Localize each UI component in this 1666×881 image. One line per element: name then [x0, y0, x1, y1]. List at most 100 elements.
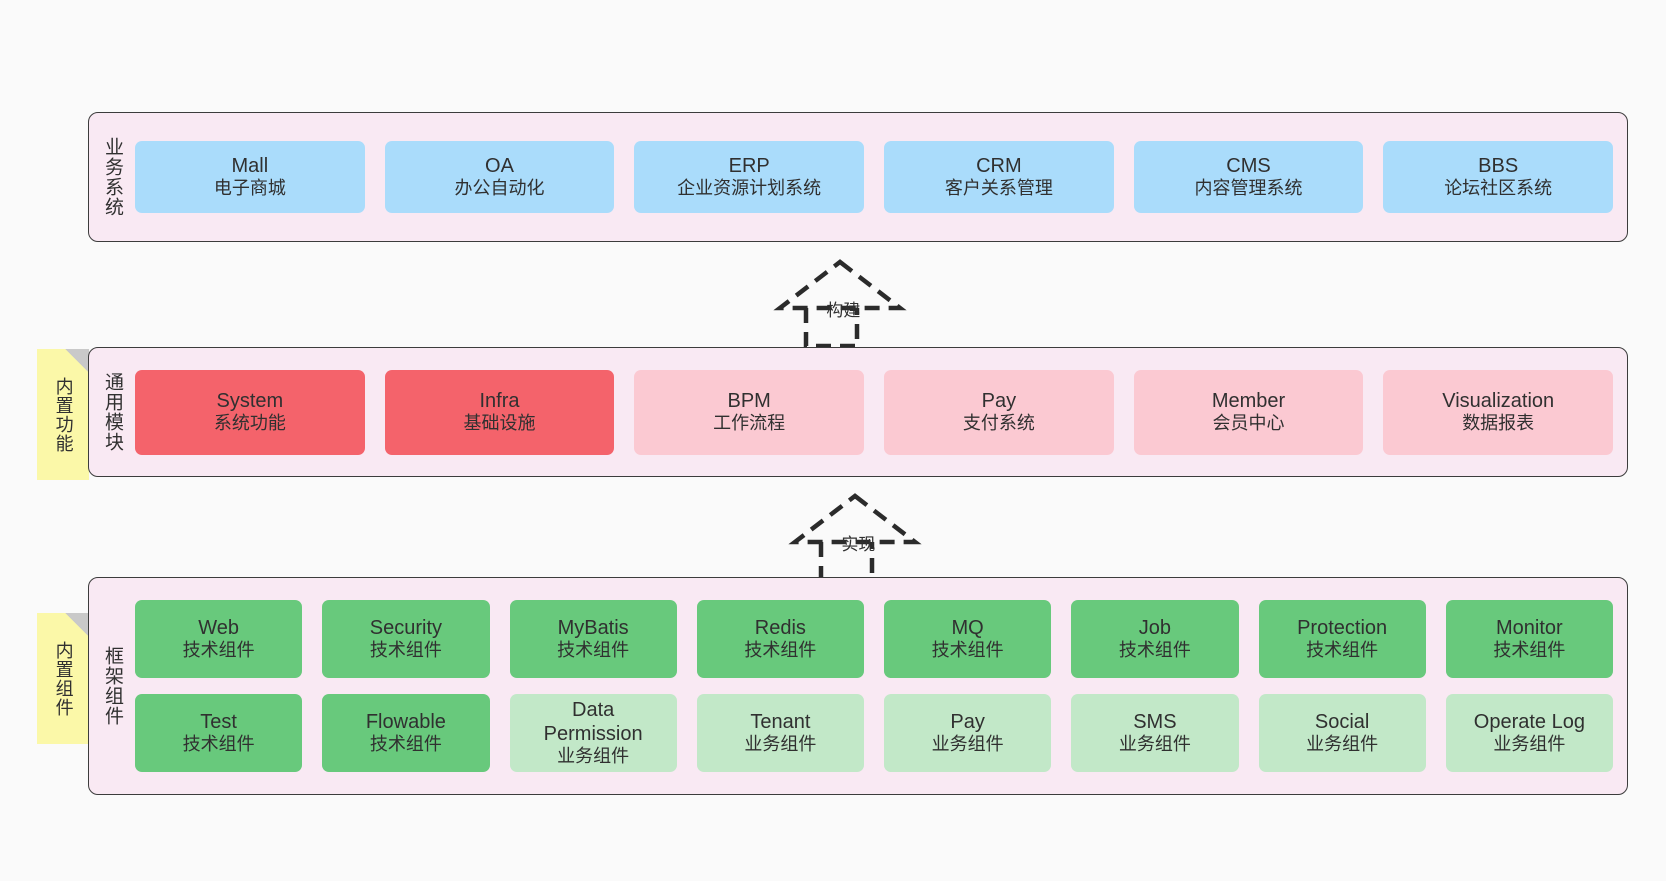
node-title: BBS — [1478, 154, 1519, 177]
node-infra[interactable]: Infra 基础设施 — [384, 369, 615, 455]
node-subtitle: 业务组件 — [1493, 734, 1566, 755]
connector-implement-label: 实现 — [841, 535, 876, 554]
node-title: Pay — [981, 389, 1017, 412]
node-row: Web 技术组件 Security 技术组件 MyBatis 技术组件 Redi… — [135, 600, 1613, 678]
node-subtitle: 技术组件 — [369, 640, 442, 661]
node-redis[interactable]: Redis 技术组件 — [696, 600, 864, 678]
connector-build: 构建 — [755, 258, 925, 349]
node-subtitle: 技术组件 — [1118, 640, 1191, 661]
node-subtitle: 业务组件 — [931, 734, 1004, 755]
layer-business-system-body: Mall 电子商城 OA 办公自动化 ERP 企业资源计划系统 CRM 客户关系… — [135, 113, 1627, 241]
node-title: Social — [1314, 710, 1370, 733]
node-mall[interactable]: Mall 电子商城 — [135, 141, 365, 213]
node-title: Redis — [754, 616, 806, 639]
node-subtitle: 技术组件 — [557, 640, 630, 661]
node-pay-component[interactable]: Pay 业务组件 — [884, 694, 1052, 772]
node-monitor[interactable]: Monitor 技术组件 — [1445, 600, 1613, 678]
node-tenant[interactable]: Tenant 业务组件 — [696, 694, 864, 772]
node-subtitle: 技术组件 — [931, 640, 1004, 661]
node-row: Mall 电子商城 OA 办公自动化 ERP 企业资源计划系统 CRM 客户关系… — [135, 141, 1614, 213]
node-subtitle: 业务组件 — [1118, 734, 1191, 755]
node-job[interactable]: Job 技术组件 — [1071, 600, 1239, 678]
node-subtitle: 业务组件 — [557, 746, 630, 767]
node-subtitle: 数据报表 — [1462, 413, 1535, 434]
node-subtitle: 企业资源计划系统 — [677, 178, 822, 199]
node-subtitle: 办公自动化 — [454, 178, 545, 199]
node-operate-log[interactable]: Operate Log 业务组件 — [1445, 694, 1613, 772]
node-row: System 系统功能 Infra 基础设施 BPM 工作流程 Pay 支付系统… — [135, 369, 1614, 455]
layer-framework-components: 框架组件 Web 技术组件 Security 技术组件 MyBatis 技术组件… — [88, 577, 1628, 795]
node-subtitle: 支付系统 — [962, 413, 1035, 434]
note-builtin-features: 内置功能 — [37, 349, 89, 480]
node-title: Monitor — [1496, 616, 1563, 639]
node-title: ERP — [728, 154, 770, 177]
layer-common-module-body: System 系统功能 Infra 基础设施 BPM 工作流程 Pay 支付系统… — [135, 348, 1627, 476]
node-title: Test — [200, 710, 237, 733]
node-title: MQ — [951, 616, 984, 639]
node-system[interactable]: System 系统功能 — [135, 369, 365, 455]
node-subtitle: 技术组件 — [744, 640, 817, 661]
node-title: Protection — [1297, 616, 1388, 639]
node-cms[interactable]: CMS 内容管理系统 — [1133, 141, 1364, 213]
layer-common-module-title: 通用模块 — [102, 372, 124, 452]
node-member[interactable]: Member 会员中心 — [1133, 369, 1364, 455]
note-builtin-components: 内置组件 — [37, 613, 89, 744]
note-fold-icon — [65, 349, 89, 373]
generalization-arrow-icon — [773, 259, 907, 349]
node-title: Flowable — [365, 710, 446, 733]
node-bbs[interactable]: BBS 论坛社区系统 — [1383, 141, 1614, 213]
node-title: Visualization — [1442, 389, 1555, 412]
layer-business-system: 业务系统 Mall 电子商城 OA 办公自动化 ERP 企业资源计划系统 CRM… — [88, 112, 1628, 242]
node-subtitle: 业务组件 — [1306, 734, 1379, 755]
node-subtitle: 论坛社区系统 — [1444, 178, 1553, 199]
node-title: Operate Log — [1473, 710, 1585, 733]
layer-common-module: 通用模块 System 系统功能 Infra 基础设施 BPM 工作流程 Pay… — [88, 347, 1628, 477]
node-subtitle: 客户关系管理 — [944, 178, 1053, 199]
node-title: SMS — [1133, 710, 1177, 733]
node-title: MyBatis — [557, 616, 629, 639]
layer-framework-components-body: Web 技术组件 Security 技术组件 MyBatis 技术组件 Redi… — [135, 578, 1627, 794]
node-row: Test 技术组件 Flowable 技术组件 Data Permission … — [135, 694, 1613, 772]
node-title: Security — [369, 616, 442, 639]
node-title: System — [216, 389, 284, 412]
node-title: Infra — [479, 389, 520, 412]
node-web[interactable]: Web 技术组件 — [135, 600, 303, 678]
layer-business-system-title: 业务系统 — [102, 137, 124, 217]
node-title: CMS — [1226, 154, 1271, 177]
node-flowable[interactable]: Flowable 技术组件 — [322, 694, 490, 772]
node-subtitle: 工作流程 — [713, 413, 786, 434]
node-subtitle: 基础设施 — [463, 413, 536, 434]
node-subtitle: 技术组件 — [1306, 640, 1379, 661]
node-erp[interactable]: ERP 企业资源计划系统 — [634, 141, 865, 213]
node-title: Tenant — [750, 710, 811, 733]
node-title: OA — [485, 154, 514, 177]
node-security[interactable]: Security 技术组件 — [322, 600, 490, 678]
node-crm[interactable]: CRM 客户关系管理 — [884, 141, 1114, 213]
node-social[interactable]: Social 业务组件 — [1258, 694, 1426, 772]
node-title: Mall — [231, 154, 269, 177]
node-sms[interactable]: SMS 业务组件 — [1071, 694, 1239, 772]
node-subtitle: 会员中心 — [1212, 413, 1285, 434]
node-bpm[interactable]: BPM 工作流程 — [634, 369, 865, 455]
note-builtin-components-label: 内置组件 — [53, 640, 74, 717]
node-test[interactable]: Test 技术组件 — [135, 694, 303, 772]
node-title: Member — [1211, 389, 1286, 412]
node-title: Job — [1138, 616, 1171, 639]
node-subtitle: 技术组件 — [182, 640, 255, 661]
node-visualization[interactable]: Visualization 数据报表 — [1383, 369, 1614, 455]
note-builtin-features-label: 内置功能 — [53, 376, 74, 453]
node-pay[interactable]: Pay 支付系统 — [884, 369, 1114, 455]
node-protection[interactable]: Protection 技术组件 — [1258, 600, 1426, 678]
node-mybatis[interactable]: MyBatis 技术组件 — [509, 600, 677, 678]
node-data-permission[interactable]: Data Permission 业务组件 — [509, 694, 677, 772]
node-subtitle: 电子商城 — [213, 178, 286, 199]
node-subtitle: 系统功能 — [213, 413, 286, 434]
node-subtitle: 技术组件 — [182, 734, 255, 755]
node-title: CRM — [976, 154, 1022, 177]
node-oa[interactable]: OA 办公自动化 — [384, 141, 615, 213]
node-mq[interactable]: MQ 技术组件 — [884, 600, 1052, 678]
node-title: BPM — [727, 389, 771, 412]
node-subtitle: 技术组件 — [369, 734, 442, 755]
node-subtitle: 内容管理系统 — [1194, 178, 1303, 199]
